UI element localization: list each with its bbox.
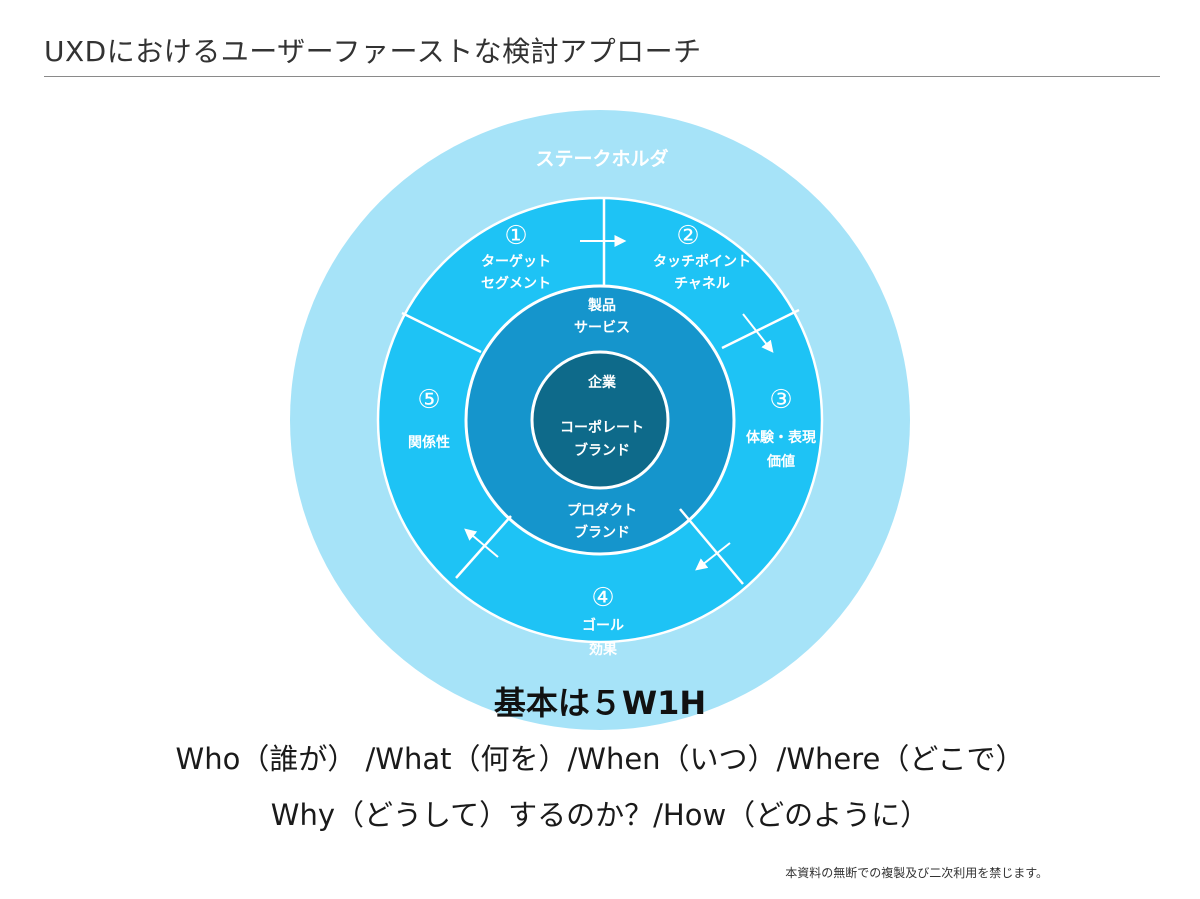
summary-line-1: Who（誰が） /What（何を）/When（いつ）/Where（どこで） — [175, 742, 1025, 776]
segment-divider — [401, 311, 482, 354]
core-label: ブランド — [574, 442, 630, 459]
segment-number: ⑤ — [417, 385, 440, 415]
segment-label: セグメント — [481, 275, 551, 292]
stakeholder-label: ステークホルダ — [535, 147, 668, 170]
core-label: 企業 — [587, 374, 617, 391]
title-divider — [44, 76, 1160, 77]
segment-label: ターゲット — [481, 253, 551, 270]
segment-label: 関係性 — [408, 434, 450, 451]
segment-label: チャネル — [674, 276, 730, 292]
segment-number: ② — [676, 221, 699, 251]
summary-headline: 基本は５W1H — [493, 684, 707, 722]
segment-divider — [679, 508, 744, 585]
copyright-notice: 本資料の無断での複製及び二次利用を禁じます。 — [785, 866, 1048, 880]
segment-label: ゴール — [582, 617, 624, 634]
corporate-core — [530, 350, 670, 490]
segment-divider — [455, 515, 512, 579]
summary-line-2: Why（どうして）するのか？/How（どのように） — [270, 798, 930, 832]
flow-arrow — [695, 542, 731, 571]
segment-divider — [721, 308, 800, 350]
product-ring-label: プロダクト — [567, 502, 637, 519]
core-label: コーポレート — [560, 419, 644, 436]
flow-arrow — [464, 528, 499, 558]
segment-label: 体験・表現 — [746, 429, 816, 446]
product-ring-label: 製品 — [587, 297, 616, 314]
segment-label: 効果 — [589, 641, 618, 658]
segment-number: ④ — [591, 583, 614, 613]
segment-number: ③ — [769, 385, 792, 415]
segment-number: ① — [504, 221, 527, 251]
product-ring-label: ブランド — [574, 524, 630, 541]
flow-arrow — [742, 313, 774, 353]
product-ring-label: サービス — [574, 320, 630, 336]
segment-label: タッチポイント — [653, 253, 751, 270]
page-title: UXDにおけるユーザーファーストな検討アプローチ — [44, 35, 702, 68]
segment-label: 価値 — [766, 453, 795, 470]
